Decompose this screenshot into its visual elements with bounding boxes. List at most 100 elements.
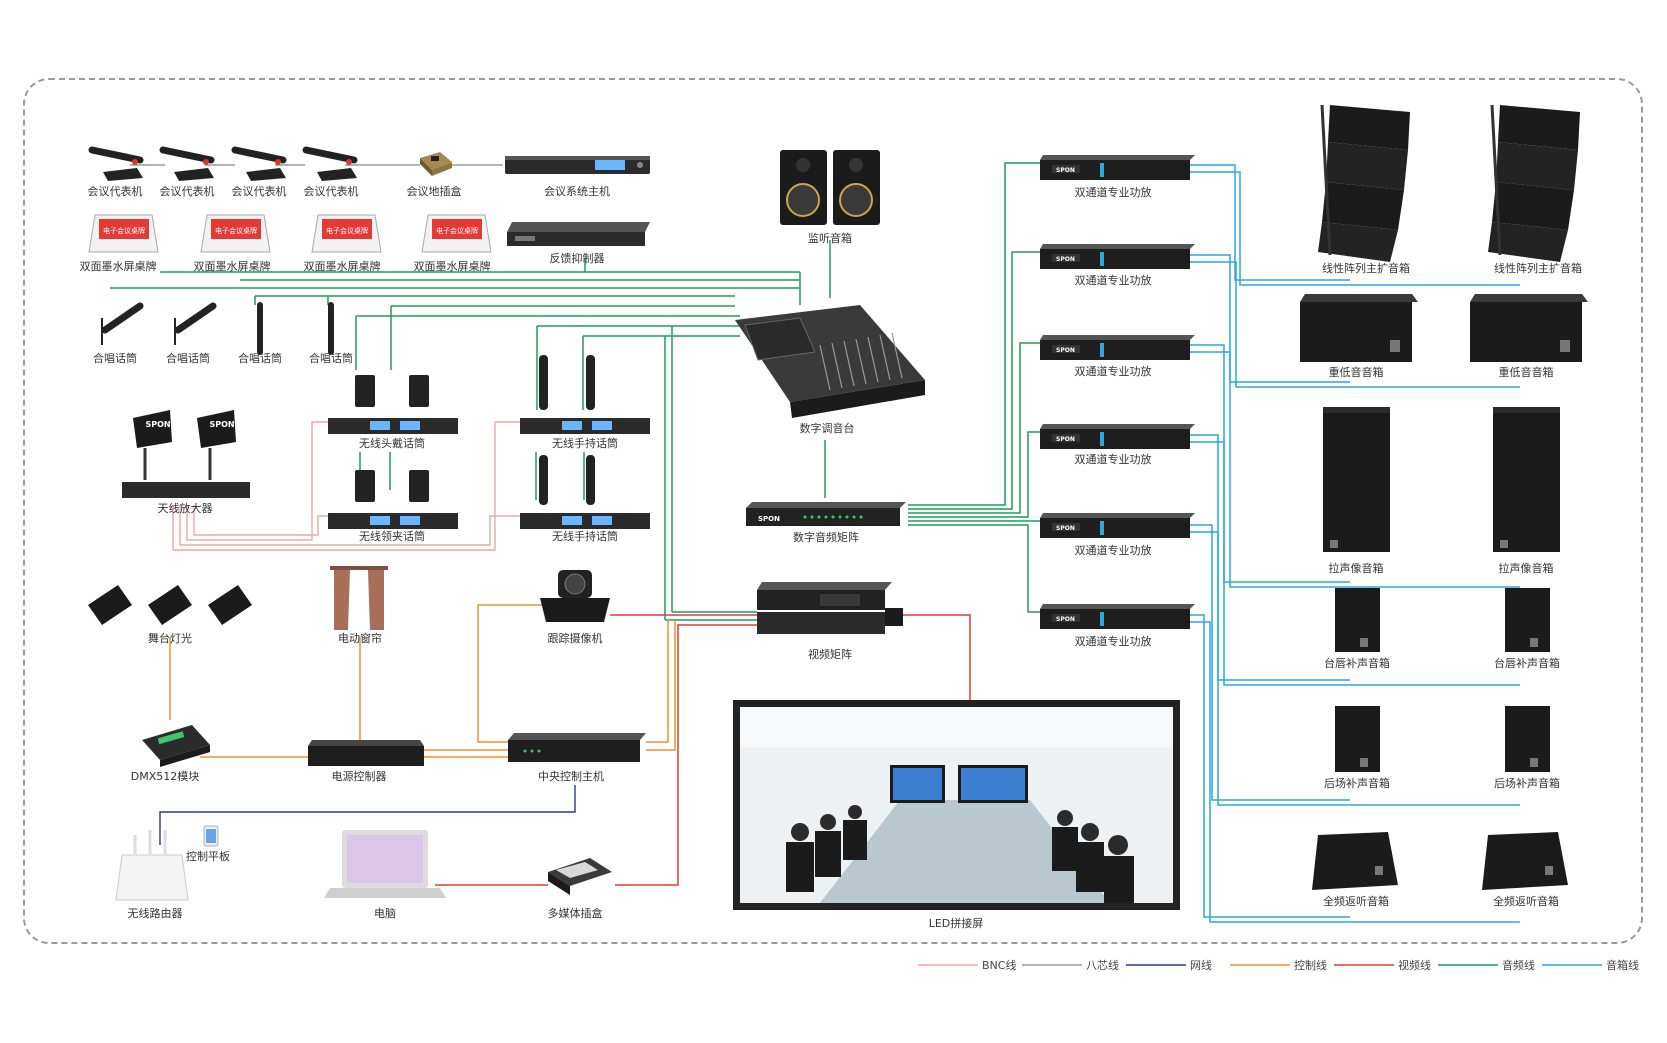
amplifier-4: SPON [1040, 424, 1195, 449]
label-audiomatrix: 数字音频矩阵 [793, 530, 859, 544]
label-amp6: 双通道专业功放 [1075, 634, 1152, 648]
network-lines [159, 785, 576, 845]
label-nameplate2: 双面墨水屏桌牌 [194, 259, 271, 273]
label-nameplate4: 双面墨水屏桌牌 [414, 259, 491, 273]
amp6-brand: SPON [1056, 616, 1075, 623]
label-headset: 无线头戴话筒 [359, 436, 425, 450]
legend-label-0: BNC线 [982, 958, 1016, 972]
label-tablet: 控制平板 [186, 849, 230, 863]
label-dmx: DMX512模块 [131, 770, 200, 783]
label-wedge1: 全频返听音箱 [1323, 894, 1389, 908]
amp2-brand: SPON [1056, 256, 1075, 263]
label-amp4: 双通道专业功放 [1075, 452, 1152, 466]
label-pull1: 拉声像音箱 [1329, 561, 1384, 575]
electric-curtain [330, 566, 388, 630]
antenna-amplifier: SPON SPON [122, 410, 250, 498]
label-videomatrix: 视频矩阵 [808, 647, 852, 661]
legend-label-3: 控制线 [1294, 958, 1327, 972]
control-lines [169, 604, 676, 758]
label-led: LED拼接屏 [929, 916, 984, 930]
label-wedge2: 全频返听音箱 [1493, 894, 1559, 908]
nameplate-2: 电子会议桌牌 [200, 214, 271, 253]
feedback-suppressor [507, 222, 650, 246]
wedge-monitor-2 [1482, 832, 1568, 890]
stage-lip-speaker-1 [1335, 588, 1380, 652]
monitor-speakers [780, 150, 880, 225]
wireless-router [115, 830, 189, 901]
pull-image-speaker-2 [1493, 407, 1560, 552]
label-power: 电源控制器 [332, 769, 387, 783]
line-legend: BNC线八芯线网线控制线视频线音频线音箱线 [918, 958, 1639, 972]
legend-label-6: 音箱线 [1606, 958, 1639, 972]
label-central: 中央控制主机 [538, 769, 604, 783]
amp4-brand: SPON [1056, 436, 1075, 443]
label-mediabox: 多媒体插盒 [548, 906, 603, 920]
label-curtain: 电动窗帘 [338, 631, 382, 645]
amplifier-2: SPON [1040, 244, 1195, 269]
floor-box [420, 152, 452, 176]
label-handheld1: 无线手持话筒 [552, 436, 618, 450]
legend-label-4: 视频线 [1398, 958, 1431, 972]
amplifier-6: SPON [1040, 604, 1195, 629]
stage-light [88, 585, 252, 625]
amplifier-5: SPON [1040, 513, 1195, 538]
label-stagelight: 舞台灯光 [148, 631, 192, 645]
label-mixer: 数字调音台 [800, 421, 855, 435]
label-amp2: 双通道专业功放 [1075, 273, 1152, 287]
speaker-lines [1190, 164, 1520, 923]
label-sub2: 重低音音箱 [1499, 365, 1554, 379]
nameplate-screen-3: 电子会议桌牌 [326, 226, 368, 235]
label-monitor: 监听音箱 [808, 231, 852, 245]
diagram-frame [23, 78, 1643, 944]
label-rear1: 后场补声音箱 [1324, 776, 1390, 790]
delegate-unit-3 [231, 146, 287, 181]
amp1-brand: SPON [1056, 167, 1075, 174]
amp5-brand: SPON [1056, 525, 1075, 532]
nameplate-1: 电子会议桌牌 [88, 214, 159, 253]
audio-lines [110, 162, 1040, 621]
nameplate-screen-4: 电子会议桌牌 [436, 226, 478, 235]
label-feedback: 反馈抑制器 [550, 251, 605, 265]
digital-mixer [735, 305, 925, 418]
conference-host [505, 156, 650, 174]
pull-image-speaker-1 [1323, 407, 1390, 552]
legend-label-1: 八芯线 [1086, 958, 1119, 972]
label-choir4: 合唱话筒 [309, 351, 353, 365]
label-choir1: 合唱话筒 [93, 351, 137, 365]
delegate-unit-2 [159, 146, 215, 181]
label-handheld2: 无线手持话筒 [552, 529, 618, 543]
bnc-lines [172, 421, 520, 551]
label-floorbox: 会议地插盒 [407, 184, 462, 198]
nameplate-screen-2: 电子会议桌牌 [215, 226, 257, 235]
power-controller [308, 740, 424, 766]
amplifier-1: SPON [1040, 155, 1195, 180]
label-stage2: 台唇补声音箱 [1494, 656, 1560, 670]
label-nameplate3: 双面墨水屏桌牌 [304, 259, 381, 273]
label-rep2: 会议代表机 [160, 184, 215, 198]
label-rep4: 会议代表机 [304, 184, 359, 198]
antenna-brand-2: SPON [209, 420, 234, 429]
line-array-speaker-2 [1488, 104, 1580, 262]
digital-audio-matrix: SPON [746, 502, 906, 526]
label-router: 无线路由器 [128, 906, 183, 920]
label-pc: 电脑 [374, 907, 396, 920]
amp3-brand: SPON [1056, 347, 1075, 354]
label-linearray1: 线性阵列主扩音箱 [1322, 261, 1410, 275]
label-rep1: 会议代表机 [88, 184, 143, 198]
rear-fill-speaker-1 [1335, 706, 1380, 772]
line-array-speaker-1 [1318, 104, 1410, 262]
delegate-unit-1 [88, 146, 144, 181]
wedge-monitor-1 [1312, 832, 1398, 890]
label-amp1: 双通道专业功放 [1075, 185, 1152, 199]
label-choir2: 合唱话筒 [166, 351, 210, 365]
label-lavalier: 无线领夹话筒 [359, 529, 425, 543]
wireless-lavalier-mic [328, 470, 458, 529]
nameplate-screen-1: 电子会议桌牌 [103, 226, 145, 235]
central-control-host [508, 733, 646, 762]
subwoofer-2 [1470, 294, 1588, 362]
label-camera: 跟踪摄像机 [548, 631, 603, 645]
label-nameplate1: 双面墨水屏桌牌 [80, 259, 157, 273]
control-tablet [203, 825, 219, 847]
nameplate-3: 电子会议桌牌 [311, 214, 382, 253]
multimedia-box [548, 858, 612, 895]
